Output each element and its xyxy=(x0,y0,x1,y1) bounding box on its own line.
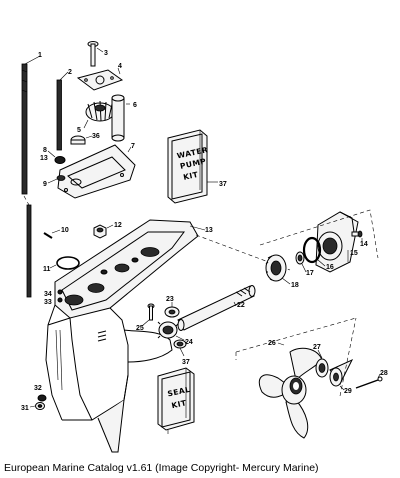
callout-33: 34 xyxy=(44,291,52,298)
part-37-bearing[interactable] xyxy=(173,339,187,349)
callout-9: 9 xyxy=(43,181,47,188)
part-23-pinion[interactable] xyxy=(164,306,180,318)
callout-2: 2 xyxy=(68,69,72,76)
exploded-parts-diagram: 1 2 3 4 5 6 36 xyxy=(21,41,388,453)
callout-5: 5 xyxy=(77,127,81,134)
part-1-stud[interactable] xyxy=(21,63,32,298)
part-3-screw[interactable] xyxy=(87,41,99,67)
callout-31: 32 xyxy=(34,385,42,392)
part-30-washer[interactable] xyxy=(35,402,45,410)
seal-kit-line2: KIT xyxy=(171,398,188,410)
callout-13-left: 13 xyxy=(40,155,48,162)
callout-23: 23 xyxy=(166,296,174,303)
callout-22: 22 xyxy=(237,302,245,309)
part-12-nut[interactable] xyxy=(93,224,107,239)
part-25-bolt[interactable] xyxy=(147,303,155,321)
callout-25: 25 xyxy=(136,325,144,332)
part-8-nut[interactable] xyxy=(54,156,66,164)
part-29-cone-nut[interactable] xyxy=(329,358,354,387)
seal-kit-box[interactable]: SEAL KIT xyxy=(157,367,195,431)
callout-37: 37 xyxy=(182,359,190,366)
callout-10: 10 xyxy=(61,227,69,234)
part-11-o-ring[interactable] xyxy=(56,256,80,270)
part-31-nut[interactable] xyxy=(37,394,47,402)
part-17-washer[interactable] xyxy=(295,251,305,265)
image-caption: European Marine Catalog v1.61 (Image Cop… xyxy=(4,462,319,474)
water-pump-kit-box[interactable]: WATER PUMP KIT xyxy=(167,129,209,204)
callout-35: 37 xyxy=(219,181,227,188)
part-24-gear[interactable] xyxy=(157,321,179,339)
part-15-bearing-carrier[interactable] xyxy=(315,211,359,273)
callout-30: 31 xyxy=(21,405,29,412)
part-16-o-ring[interactable] xyxy=(302,236,322,264)
part-26-propeller[interactable] xyxy=(258,347,323,439)
part-27-washer[interactable] xyxy=(315,358,329,378)
gearcase-housing[interactable] xyxy=(45,219,199,453)
callout-32: 33 xyxy=(44,299,52,306)
water-pump-kit-line3: KIT xyxy=(182,170,199,182)
callout-34: 36 xyxy=(92,133,100,140)
callout-6: 6 xyxy=(133,102,137,109)
part-6-tube[interactable] xyxy=(111,94,125,142)
part-28-cotter-pin[interactable] xyxy=(355,376,383,389)
callout-24: 24 xyxy=(185,339,193,346)
callout-7: 7 xyxy=(131,143,135,150)
part-14-screw[interactable] xyxy=(351,230,363,238)
part-9-washer[interactable] xyxy=(56,175,66,181)
part-34-cup[interactable] xyxy=(70,135,86,145)
callout-3: 3 xyxy=(104,50,108,57)
part-2-stud[interactable] xyxy=(56,79,62,151)
callout-17: 17 xyxy=(306,270,314,277)
part-4-plate[interactable] xyxy=(76,69,124,91)
callout-16: 16 xyxy=(326,264,334,271)
callout-12: 12 xyxy=(114,222,122,229)
callout-11: 11 xyxy=(43,266,51,273)
callout-15: 15 xyxy=(350,250,358,257)
part-18-gear[interactable] xyxy=(265,254,287,282)
callout-18: 18 xyxy=(291,282,299,289)
callout-26: 26 xyxy=(268,340,276,347)
callout-14: 14 xyxy=(360,241,368,248)
part-22-prop-shaft[interactable] xyxy=(177,285,256,331)
callout-13: 13 xyxy=(205,227,213,234)
part-5-impeller[interactable] xyxy=(85,100,115,122)
callout-27: 27 xyxy=(313,344,321,351)
callout-4: 4 xyxy=(118,63,122,70)
callout-29: 29 xyxy=(344,388,352,395)
callout-8: 8 xyxy=(43,147,47,154)
part-10-pin[interactable] xyxy=(43,232,53,239)
callout-28: 28 xyxy=(380,370,388,377)
part-7-pump-base[interactable] xyxy=(57,144,136,199)
part-32-33-fittings[interactable] xyxy=(57,289,63,303)
callout-1: 1 xyxy=(38,52,42,59)
